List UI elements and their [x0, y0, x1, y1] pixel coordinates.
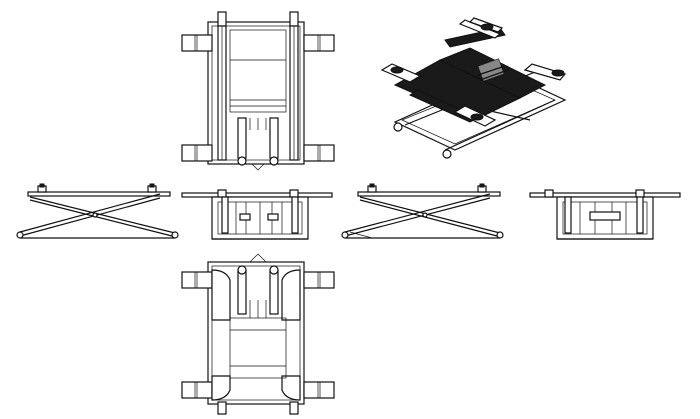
side-view-left [16, 183, 179, 239]
bottom-view [181, 253, 335, 415]
rear-view-right [529, 189, 681, 240]
isometric-view [380, 17, 567, 159]
side-view-right [341, 183, 504, 239]
top-view [181, 11, 335, 171]
front-view-center [181, 189, 333, 240]
